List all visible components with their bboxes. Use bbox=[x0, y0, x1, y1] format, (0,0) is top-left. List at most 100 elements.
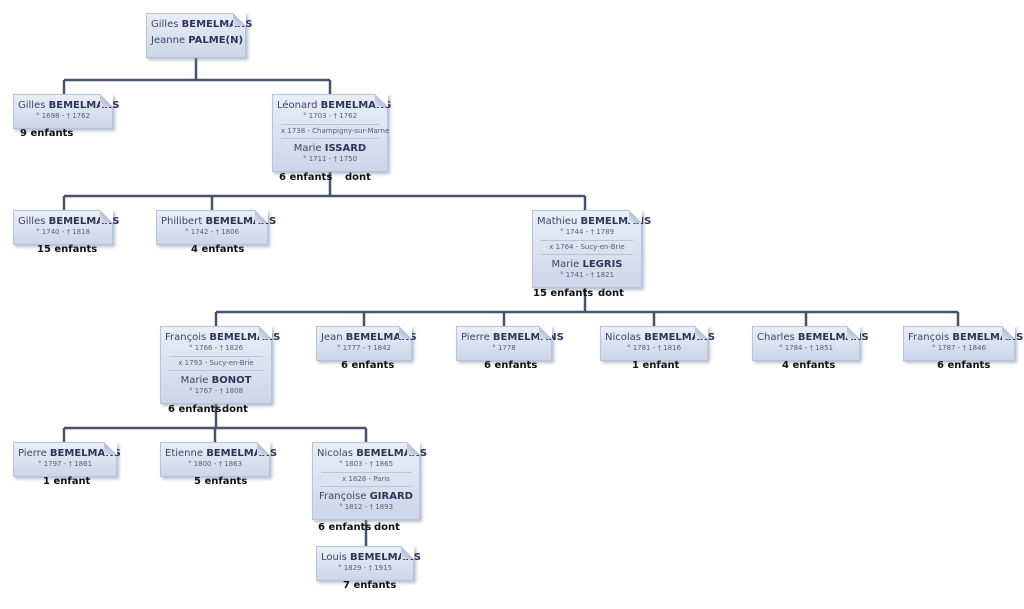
person-given: Nicolas bbox=[317, 448, 353, 459]
person-surname: BEMELMANS bbox=[181, 19, 253, 30]
marriage-info: x 1828 - Paris bbox=[321, 472, 411, 487]
children-count: 9 enfants bbox=[20, 128, 74, 139]
person-dates: ° 1742 - † 1806 bbox=[184, 228, 240, 236]
person-name: Gilles BEMELMANS bbox=[151, 18, 253, 31]
person-surname: BEMELMANS bbox=[644, 332, 716, 343]
person-surname: BEMELMANS bbox=[492, 332, 564, 343]
children-count: 5 enfants bbox=[194, 476, 248, 487]
marriage-info: x 1738 - Champigny-sur-Marne bbox=[281, 124, 389, 139]
spouse-dates: ° 1812 - † 1893 bbox=[338, 503, 394, 511]
person-given: Jean bbox=[321, 332, 343, 343]
person-surname: BEMELMANS bbox=[345, 332, 417, 343]
spouse-name: Marie BONOT bbox=[165, 374, 267, 387]
spouse-given: Marie bbox=[293, 143, 322, 154]
person-name: Mathieu BEMELMANS bbox=[537, 215, 651, 228]
person-given: François bbox=[908, 332, 950, 343]
spouse-dates: ° 1711 - † 1750 bbox=[302, 155, 358, 163]
person-card-p11[interactable]: François BEMELMANS° 1787 - † 1846 bbox=[903, 326, 1023, 361]
person-name: Gilles BEMELMANS bbox=[18, 215, 120, 228]
person-card-p9[interactable]: Nicolas BEMELMANS° 1781 - † 1816 bbox=[600, 326, 715, 361]
dont-label: dont bbox=[598, 288, 624, 299]
person-surname: BEMELMANS bbox=[209, 332, 281, 343]
children-count: 6 enfants bbox=[341, 360, 395, 371]
person-card-p8[interactable]: Pierre BEMELMANS° 1778 bbox=[456, 326, 564, 361]
spouse-surname: PALME(N) bbox=[188, 35, 244, 46]
person-name: Charles BEMELMANS bbox=[757, 331, 869, 344]
spouse-dates: ° 1767 - † 1808 bbox=[188, 387, 244, 395]
person-dates: ° 1744 - † 1789 bbox=[559, 228, 615, 236]
person-surname: BEMELMANS bbox=[48, 216, 120, 227]
person-given: Pierre bbox=[461, 332, 490, 343]
children-count: 6 enfants bbox=[279, 172, 333, 183]
marriage-info: x 1764 - Sucy-en-Brie bbox=[541, 240, 633, 255]
person-name: Léonard BEMELMANS bbox=[277, 99, 391, 112]
person-dates: ° 1797 - † 1861 bbox=[37, 460, 93, 468]
person-given: Gilles bbox=[18, 216, 46, 227]
person-surname: BEMELMANS bbox=[205, 216, 277, 227]
person-card-p15[interactable]: Louis BEMELMANS° 1829 - † 1915 bbox=[316, 546, 421, 581]
person-dates: ° 1800 - † 1863 bbox=[187, 460, 243, 468]
person-dates: ° 1703 - † 1762 bbox=[302, 112, 358, 120]
person-name: Pierre BEMELMANS bbox=[461, 331, 564, 344]
person-given: Charles bbox=[757, 332, 795, 343]
person-card-p4[interactable]: Philibert BEMELMANS° 1742 - † 1806 bbox=[156, 210, 276, 245]
children-count: 1 enfant bbox=[43, 476, 91, 487]
person-given: Etienne bbox=[165, 448, 203, 459]
spouse-given: Marie bbox=[180, 375, 209, 386]
children-count: 6 enfants bbox=[318, 522, 372, 533]
dont-label: dont bbox=[222, 404, 248, 415]
person-dates: ° 1766 - † 1826 bbox=[188, 344, 244, 352]
person-dates: ° 1787 - † 1846 bbox=[931, 344, 987, 352]
person-card-p5[interactable]: Mathieu BEMELMANS° 1744 - † 1789 x 1764 -… bbox=[532, 210, 651, 288]
person-dates: ° 1778 bbox=[492, 344, 516, 352]
person-given: Gilles bbox=[151, 19, 179, 30]
person-given: Nicolas bbox=[605, 332, 641, 343]
person-card-p3[interactable]: Gilles BEMELMANS° 1740 - † 1818 bbox=[13, 210, 120, 245]
spouse-surname: BONOT bbox=[211, 375, 252, 386]
spouse-given: Françoise bbox=[319, 491, 367, 502]
person-name: Pierre BEMELMANS bbox=[18, 447, 121, 460]
spouse-given: Marie bbox=[551, 259, 580, 270]
person-surname: BEMELMANS bbox=[320, 100, 392, 111]
person-card-p12[interactable]: Pierre BEMELMANS° 1797 - † 1861 bbox=[13, 442, 121, 477]
person-name: François BEMELMANS bbox=[908, 331, 1023, 344]
person-surname: BEMELMANS bbox=[580, 216, 652, 227]
person-given: François bbox=[165, 332, 207, 343]
spouse-given: Jeanne bbox=[151, 35, 186, 46]
person-given: Louis bbox=[321, 552, 347, 563]
person-name: Louis BEMELMANS bbox=[321, 551, 421, 564]
person-given: Gilles bbox=[18, 100, 46, 111]
children-count: 7 enfants bbox=[343, 580, 397, 591]
person-surname: BEMELMANS bbox=[350, 552, 421, 563]
person-surname: BEMELMANS bbox=[356, 448, 428, 459]
person-surname: BEMELMANS bbox=[797, 332, 869, 343]
person-dates: ° 1740 - † 1818 bbox=[35, 228, 91, 236]
person-card-p10[interactable]: Charles BEMELMANS° 1784 - † 1851 bbox=[752, 326, 869, 361]
dont-label: dont bbox=[345, 172, 371, 183]
person-given: Mathieu bbox=[537, 216, 578, 227]
person-card-p7[interactable]: Jean BEMELMANS° 1777 - † 1842 bbox=[316, 326, 417, 361]
person-card-p1[interactable]: Gilles BEMELMANS° 1698 - † 1762 bbox=[13, 94, 120, 129]
spouse-surname: LEGRIS bbox=[582, 259, 623, 270]
children-count: 6 enfants bbox=[168, 404, 222, 415]
person-name: Nicolas BEMELMANS bbox=[317, 447, 427, 460]
person-given: Léonard bbox=[277, 100, 318, 111]
person-surname: BEMELMANS bbox=[49, 448, 121, 459]
person-card-p0[interactable]: Gilles BEMELMANS Jeanne PALME(N) bbox=[146, 13, 253, 58]
person-dates: ° 1698 - † 1762 bbox=[35, 112, 91, 120]
person-dates: ° 1781 - † 1816 bbox=[626, 344, 682, 352]
children-count: 6 enfants bbox=[484, 360, 538, 371]
spouse-name: Françoise GIRARD bbox=[317, 490, 415, 503]
person-dates: ° 1784 - † 1851 bbox=[778, 344, 834, 352]
person-card-p13[interactable]: Etienne BEMELMANS° 1800 - † 1863 bbox=[160, 442, 277, 477]
person-card-p2[interactable]: Léonard BEMELMANS° 1703 - † 1762 x 1738 -… bbox=[272, 94, 391, 172]
children-count: 4 enfants bbox=[191, 244, 245, 255]
person-name: Etienne BEMELMANS bbox=[165, 447, 277, 460]
person-dates: ° 1777 - † 1842 bbox=[336, 344, 392, 352]
person-name: François BEMELMANS bbox=[165, 331, 280, 344]
children-count: 6 enfants bbox=[937, 360, 991, 371]
